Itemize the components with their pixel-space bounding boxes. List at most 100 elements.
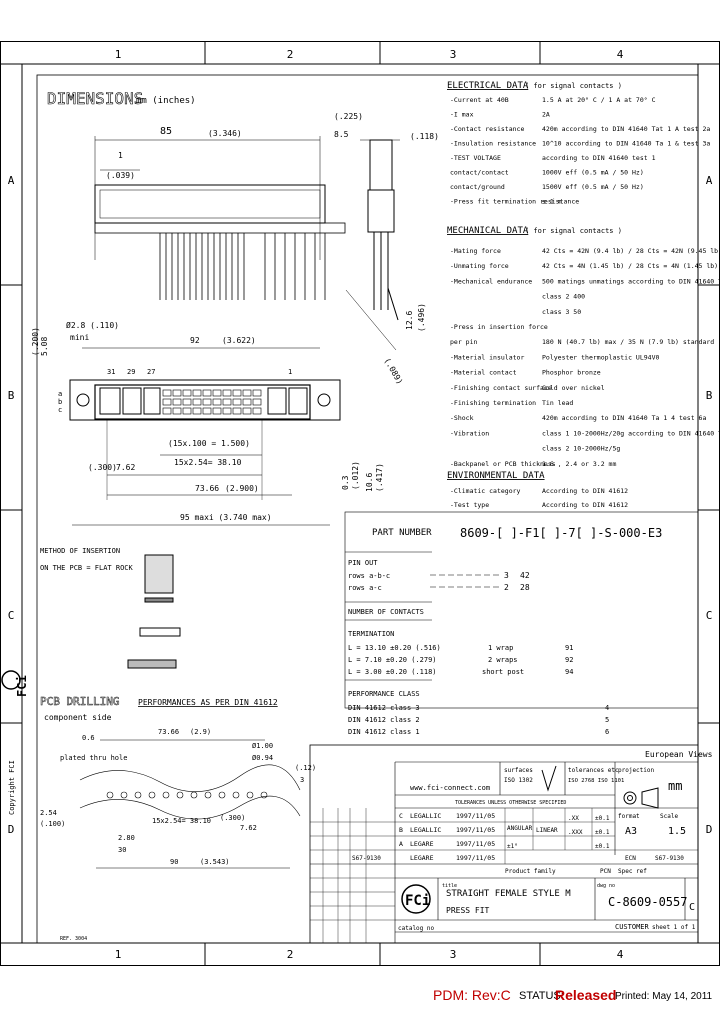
dim-7366: 73.66 (195, 484, 219, 493)
env-value-1: According to DIN 41612 (542, 487, 628, 495)
mech-label-12: -Shock (450, 414, 474, 422)
sheet-label: sheet 1 of 1 (652, 924, 696, 931)
tol-2: ±0.1 (595, 829, 610, 836)
term-row-2-note: 2 wraps (488, 656, 518, 664)
method-line1: METHOD OF INSERTION (40, 547, 120, 555)
mech-label-6: -Press in insertion force (450, 323, 548, 331)
grid-col-2-bottom: 2 (287, 948, 294, 961)
pin-label-29: 29 (127, 368, 135, 376)
dim-85: 85 (160, 126, 172, 137)
unit-mm: mm (668, 779, 682, 793)
dim-417-inch: (.417) (375, 463, 384, 492)
technical-drawing: 1 2 3 4 1 2 3 4 A B C D A B C D DIMENSIO… (0, 41, 720, 966)
dim-012-inch: (.012) (351, 461, 360, 490)
term-row-1-note: 1 wrap (488, 644, 513, 652)
dim-85-inch: (3.346) (208, 129, 242, 138)
tol-note: TOLERANCES UNLESS OTHERWISE SPECIFIED (455, 800, 566, 806)
dim-118-inch: (.118) (410, 132, 439, 141)
grid-col-2: 2 (287, 48, 294, 61)
pin-label-31: 31 (107, 368, 115, 376)
mech-label-7: per pin (450, 338, 477, 346)
ref-code: REF. 3004 (60, 936, 87, 942)
projection-icon (623, 787, 659, 809)
contacts-title: NUMBER OF CONTACTS (348, 608, 424, 616)
hist-2-b: LEGALLIC (410, 826, 441, 834)
dim-225-inch: (.225) (334, 112, 363, 121)
mech-value-11: Tin lead (542, 399, 573, 407)
catalog-label: catalog no (398, 925, 435, 932)
hist-3-b: LEGARE (410, 840, 434, 848)
grid-row-c-right: C (706, 609, 713, 622)
pdm-revision: PDM: Rev:C (433, 987, 511, 1003)
copyright: Copyright FCI (8, 760, 16, 815)
pinout-row-2: rows a-c (348, 584, 382, 592)
dim-089-inch: (.089) (382, 357, 404, 387)
pcb-06: 0.6 (82, 734, 95, 742)
dim-039-inch: (.039) (106, 171, 135, 180)
surface-check-icon (541, 765, 557, 792)
perf-row-1-code: 4 (605, 704, 609, 712)
title-line-2: PRESS FIT (446, 906, 490, 915)
hist-3-a: A (399, 840, 403, 848)
perf-class-title: PERFORMANCE CLASS (348, 690, 420, 698)
rev-letter: C (689, 902, 695, 913)
term-row-3-desc: L = 3.00 ±0.20 (.118) (348, 668, 437, 676)
dim-hole: Ø2.8 (.110) (66, 320, 119, 330)
env-label-1: -Climatic category (450, 487, 521, 495)
mech-value-3: 500 matings unmatings according to DIN 4… (542, 277, 720, 285)
format-label: format (618, 813, 640, 820)
term-row-2-desc: L = 7.10 ±0.20 (.279) (348, 656, 437, 664)
pcb-100-inch: (.100) (40, 820, 65, 828)
pin-label-1: 1 (288, 368, 292, 376)
pinout-title: PIN OUT (348, 559, 378, 567)
dim-125: 12.6 (405, 311, 414, 330)
mech-value-2: 42 Cts = 4N (1.45 lb) / 28 Cts = 4N (1.4… (542, 262, 718, 270)
dim-200-inch: (.200) (31, 327, 40, 356)
rev-ecn-value: S67-9130 (655, 855, 684, 862)
environmental-title: ENVIRONMENTAL DATA (447, 471, 545, 481)
status-label: STATUS: (519, 990, 564, 1002)
surfaces-label: surfaces (504, 767, 533, 774)
term-row-3-note: short post (482, 668, 524, 676)
hist-2-a: B (399, 826, 403, 834)
tolerances-std: ISO 2768 ISO 1101 (568, 778, 624, 784)
dim-3622-inch: (3.622) (222, 336, 256, 345)
pin-value-1: 3 (504, 571, 509, 580)
mech-label-11: -Finishing termination (450, 399, 536, 407)
pcb-3: 3 (300, 776, 304, 784)
dimensions-unit-note: mm (inches) (136, 96, 196, 106)
dim-762: 7.62 (116, 463, 135, 472)
elec-value-8: ≤ 1 m (542, 198, 562, 206)
electrical-subtitle: ( for signal contacts ) (525, 82, 622, 90)
mech-label-3: -Mechanical endurance (450, 277, 532, 285)
termination-title: TERMINATION (348, 630, 394, 638)
elec-value-4: 10^10 according to DIN 41640 Ta 1 & test… (542, 140, 710, 148)
dim-496-inch: (.496) (417, 303, 426, 332)
elec-label-1: -Current at 40B (450, 96, 509, 104)
fci-logo: FCi (401, 884, 431, 914)
mechanical-title: MECHANICAL DATA (447, 226, 529, 236)
pinout-row-1: rows a-b-c (348, 572, 390, 580)
mech-label-1: -Mating force (450, 247, 501, 255)
mech-value-5: class 3 50 (542, 308, 581, 316)
projection-label: projection (618, 767, 655, 774)
perf-din-title: PERFORMANCES AS PER DIN 41612 (138, 698, 278, 707)
grid-row-c: C (8, 609, 15, 622)
part-number-code: 8609-[ ]-F1[ ]-7[ ]-S-000-E3 (460, 526, 662, 540)
mech-value-4: class 2 400 (542, 293, 585, 301)
elec-label-7: contact/ground (450, 183, 505, 191)
mech-value-14: class 2 10-2000Hz/5g (542, 445, 620, 453)
mech-label-10: -Finishing contact surface (450, 384, 552, 392)
row-label-c: c (58, 406, 62, 414)
hist-4-b: LEGARE (410, 854, 434, 862)
elec-label-3: -Contact resistance (450, 125, 524, 133)
hist-2-c: 1997/11/05 (456, 826, 495, 834)
mech-value-10: Gold over nickel (542, 384, 605, 392)
perf-row-3-desc: DIN 41612 class 1 (348, 728, 420, 736)
title-label: title (442, 883, 457, 889)
term-row-1-desc: L = 13.10 ±0.20 (.516) (348, 644, 441, 652)
pcb-12-inch: (.12) (295, 764, 316, 772)
insertion-tool-graphic (144, 554, 174, 594)
row-label-b: b (58, 398, 62, 406)
mech-value-7: 180 N (40.7 lb) max / 35 N (7.9 lb) stan… (542, 338, 714, 346)
